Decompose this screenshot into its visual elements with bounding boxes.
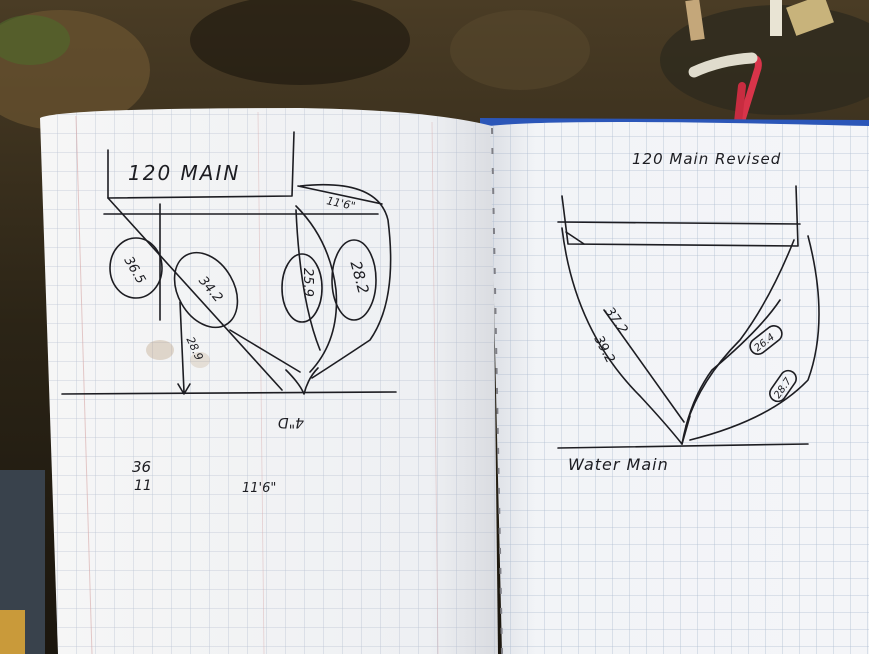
shovel bbox=[685, 0, 834, 126]
left-title: 120 MAIN bbox=[128, 161, 240, 185]
right-page bbox=[490, 122, 869, 654]
glove-corner bbox=[0, 610, 25, 654]
stitching bbox=[491, 127, 503, 654]
right-sketch bbox=[557, 185, 820, 449]
left-note-11: 11 bbox=[134, 478, 152, 494]
left-note-36: 36 bbox=[132, 458, 151, 476]
left-pipe-size: 4"D bbox=[278, 414, 304, 430]
dirt-patch bbox=[660, 5, 869, 115]
right-title: 120 Main Revised bbox=[632, 150, 781, 168]
left-note-dimension: 11'6" bbox=[242, 481, 276, 496]
grass-patch bbox=[0, 15, 70, 65]
left-top-dimension: 11'6" bbox=[325, 194, 356, 213]
left-zone-c-label: 25.9 bbox=[300, 268, 315, 297]
left-page bbox=[40, 108, 498, 654]
dirt-patch bbox=[450, 10, 590, 90]
shadow-area bbox=[190, 0, 410, 85]
left-sketch bbox=[61, 131, 397, 395]
right-baseline-label: Water Main bbox=[568, 455, 669, 474]
